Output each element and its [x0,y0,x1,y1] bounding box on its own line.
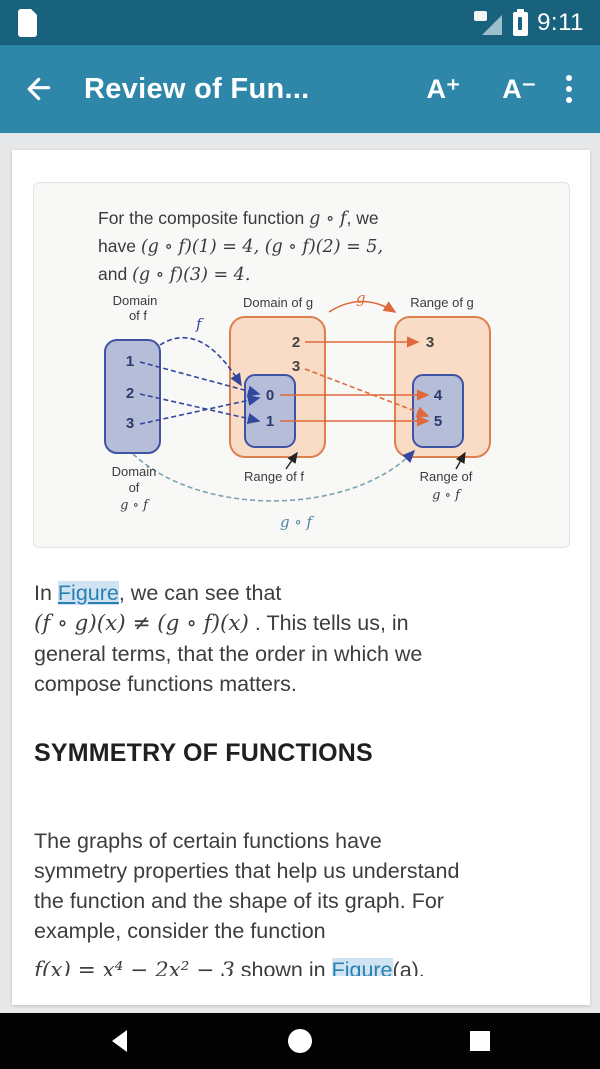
text-segment: The graphs of certain functions have [34,829,382,853]
page-title: Review of Fun... [84,72,310,105]
back-arrow-icon[interactable] [22,73,54,105]
overflow-menu-icon[interactable] [550,67,578,111]
arrow-g-3-5 [304,368,430,418]
nav-back-button[interactable] [100,1021,140,1061]
label-range-gof-line2: g ∘ f [432,488,462,503]
label-domain-g: Domain of g [243,295,313,310]
app-bar: Review of Fun... A⁺ A⁻ [0,45,600,133]
range-gof-pointer [455,451,466,470]
text-segment: have [98,236,141,256]
figure-caption: For the composite function g ∘ f, we have… [98,205,488,289]
font-decrease-button[interactable]: A⁻ [502,73,536,104]
text-segment: compose functions matters. [34,672,297,696]
text-segment: the function and the shape of its graph.… [34,889,444,913]
text-segment: (f ∘ g)(x) ≠ (g ∘ f)(x) [34,611,249,636]
f-arc [159,336,242,387]
nav-home-button[interactable] [280,1021,320,1061]
home-circle-icon [288,1029,312,1053]
text-segment: (g ∘ f)(3) = 4. [132,265,251,285]
composite-function-diagram: Domain of f Domain of g Range of g 1 [104,289,491,531]
figure-link[interactable]: Figure [57,581,119,605]
range-f-box [244,374,296,448]
label-domain-gof-line1: Domain [112,464,157,479]
figure-link[interactable]: Figure [331,958,393,976]
text-segment: shown in [234,958,332,976]
gof-arc [132,449,416,502]
text-segment: symmetry properties that help us underst… [34,859,460,883]
nav-recents-button[interactable] [460,1021,500,1061]
section-heading: SYMMETRY OF FUNCTIONS [34,739,373,767]
text-segment: general terms, that the order in which w… [34,642,423,666]
element: 1 [266,413,274,430]
text-segment: and [98,264,133,284]
label-g: g [356,293,366,307]
back-triangle-icon [112,1030,127,1052]
cell-signal-icon [474,10,504,36]
text-segment: , we [346,208,379,228]
label-range-f: Range of f [244,469,304,484]
element: 0 [266,387,274,404]
text-segment: In [34,581,58,605]
label-domain-gof-line2: of [129,480,140,495]
text-segment: For the composite function [98,208,310,228]
document-notification-icon [18,8,37,37]
label-domain-f-line1: Domain [113,293,158,308]
battery-icon [513,9,529,36]
range-gof-box [412,374,464,448]
element: 2 [126,385,134,402]
status-time: 9:11 [537,8,584,36]
label-f: f [195,315,204,333]
range-f-pointer [285,451,298,470]
status-bar: 9:11 [0,0,600,45]
text-segment: (g ∘ f)(1) = 4, (g ∘ f)(2) = 5, [140,237,384,257]
label-range-gof-line1: Range of [420,469,473,484]
android-nav-bar [0,1013,600,1069]
element: 5 [434,413,442,430]
paragraph-symmetry: The graphs of certain functions have symm… [34,826,568,946]
label-gof-arc: g ∘ f [280,513,314,531]
element: 3 [426,334,434,351]
label-range-g: Range of g [410,295,474,310]
label-domain-gof-line3: g ∘ f [120,498,150,513]
signal-triangle-icon [482,14,503,35]
text-segment: (a). [392,958,425,976]
domain-f-box [104,339,161,454]
element: 1 [126,353,134,370]
paragraph-composition: In Figure, we can see that (f ∘ g)(x) ≠ (… [34,578,568,699]
element: 3 [126,415,134,432]
text-segment: , we can see that [118,581,282,605]
text-segment: f(x) = x⁴ − 2x² − 3 [34,958,235,976]
font-increase-button[interactable]: A⁺ [426,73,461,104]
text-segment: . This tells us, in [248,611,409,635]
g-arc [328,300,397,313]
label-domain-f-line2: of f [129,308,147,323]
paragraph-example-function: f(x) = x⁴ − 2x² − 3 shown in Figure(a). [34,955,568,976]
recents-square-icon [470,1031,490,1051]
status-bar-right: 9:11 [474,9,584,37]
arrow-f-3-0 [139,394,261,425]
text-segment: g ∘ f [309,209,347,229]
element: 2 [292,334,300,351]
network-badge-icon [474,10,488,21]
arrow-f-1-0 [139,361,261,397]
text-segment: example, consider the function [34,919,326,943]
arrow-f-2-1 [139,393,261,424]
element: 4 [434,387,443,404]
clipped-line-container: f(x) = x⁴ − 2x² − 3 shown in Figure(a). [12,955,590,976]
element: 3 [292,358,300,375]
battery-charge-indicator [518,17,523,30]
